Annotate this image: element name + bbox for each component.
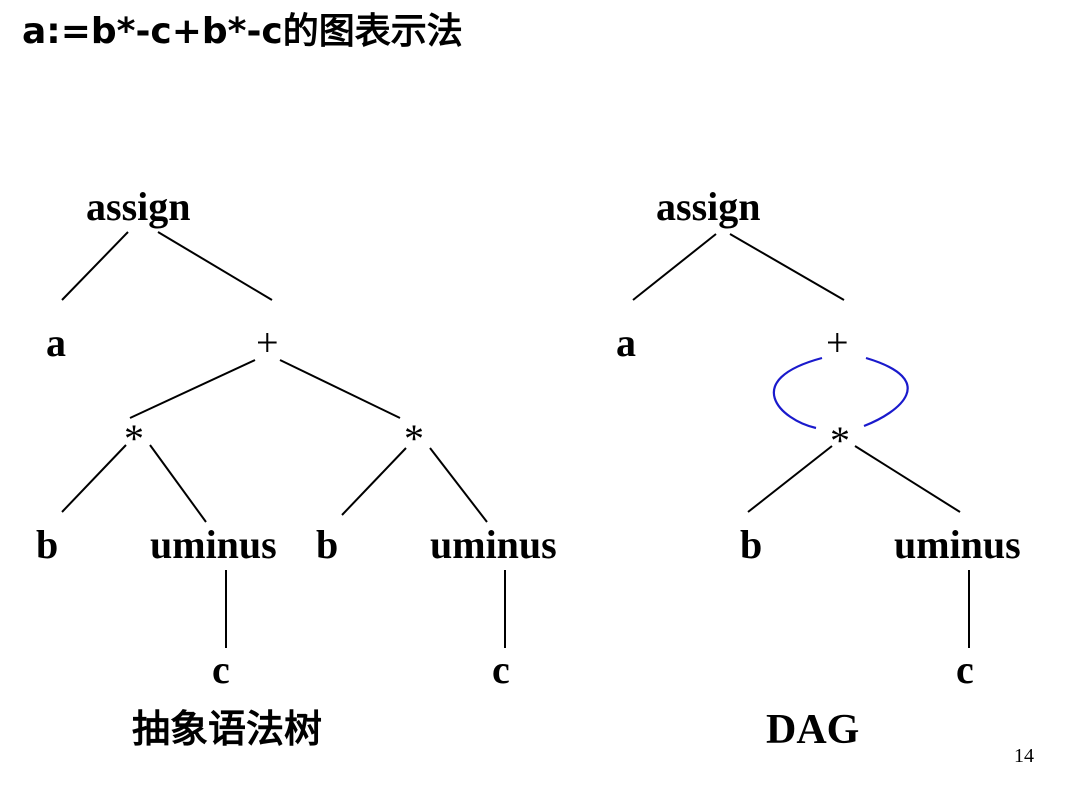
ast-node-uminus2: uminus (430, 522, 557, 567)
ast-node-plus: + (256, 320, 279, 365)
ast-node-b2: b (316, 522, 338, 567)
ast-node-uminus1: uminus (150, 522, 277, 567)
dag-edge-assign-a (632, 233, 717, 301)
ast-edge-star1-uminus1 (149, 444, 207, 523)
ast-node-a: a (46, 320, 66, 365)
ast-edge-plus-star1 (129, 359, 256, 419)
ast-edge-star2-uminus2 (429, 447, 488, 523)
dag-edge-assign-plus (729, 233, 845, 301)
ast-edge-assign-plus (157, 231, 273, 301)
dag-node-uminus: uminus (894, 522, 1021, 567)
ast-node-b1: b (36, 522, 58, 567)
dag-graph: assign a + * b uminus c DAG (616, 184, 1021, 753)
ast-caption: 抽象语法树 (132, 707, 322, 751)
dag-caption: DAG (766, 707, 859, 753)
ast-edge-assign-a (61, 231, 129, 301)
page-title: a:=b*-c+b*-c的图表示法 (22, 11, 463, 52)
dag-node-c: c (956, 647, 974, 692)
page-number: 14 (1014, 745, 1034, 767)
ast-edge-star1-b1 (61, 444, 127, 513)
dag-node-plus: + (826, 320, 849, 365)
dag-node-assign: assign (656, 184, 761, 229)
ast-node-assign: assign (86, 184, 191, 229)
dag-edge-plus-star-right (863, 356, 909, 428)
dag-node-b: b (740, 522, 762, 567)
ast-tree: assign a + * * b uminus b uminus c c 抽象语… (36, 184, 557, 751)
dag-edge-star-uminus (854, 445, 961, 513)
ast-node-c2: c (492, 647, 510, 692)
dag-node-a: a (616, 320, 636, 365)
dag-edge-star-b (747, 445, 833, 513)
ast-edge-star2-b2 (341, 447, 407, 516)
ast-node-star2: * (404, 416, 424, 461)
dag-edge-plus-star-left (772, 356, 823, 430)
ast-node-c1: c (212, 647, 230, 692)
dag-node-star: * (830, 418, 850, 463)
ast-node-star1: * (124, 416, 144, 461)
ast-edge-plus-star2 (279, 359, 401, 419)
